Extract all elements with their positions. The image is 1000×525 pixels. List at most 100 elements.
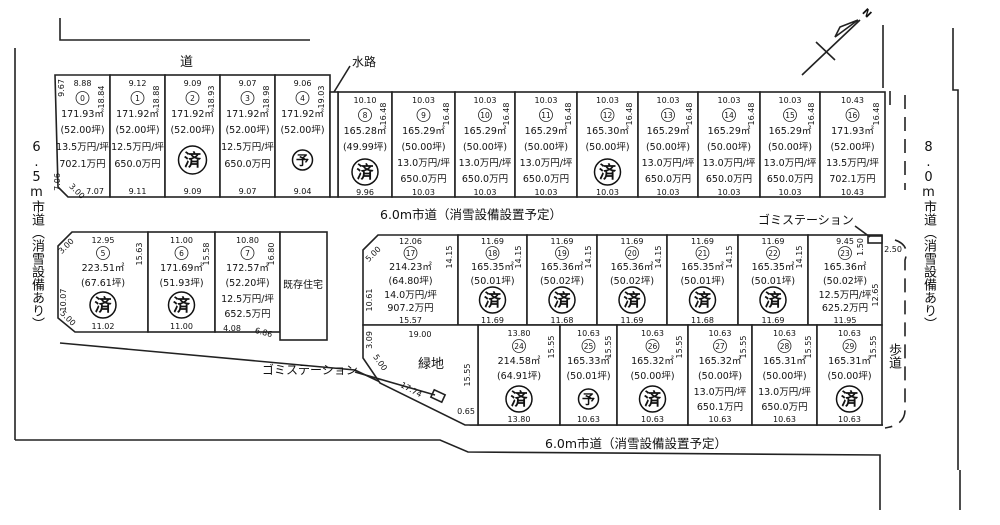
lot-number: 26 (648, 342, 658, 351)
lot-side-dimension: 18.84 (97, 86, 106, 109)
lot-boundary (576, 91, 639, 198)
lot-27[interactable]: 10.6315.5527165.32㎡(50.00坪)13.0万円/坪650.1… (687, 324, 753, 426)
top-road-label: 道 (180, 55, 193, 70)
lot-tsubo: (52.00坪) (280, 124, 324, 136)
lot-status: 済 (173, 295, 191, 316)
lot-area: 165.29㎡ (647, 126, 690, 137)
lot-bottom-dimension: 10.03 (718, 188, 741, 197)
lot-number: 1 (135, 94, 140, 103)
lot-3[interactable]: 9.0718.983171.92㎡(52.00坪)12.5万円/坪650.0万円… (219, 74, 276, 198)
lot-boundary (514, 91, 578, 198)
lot-top-dimension: 10.10 (354, 96, 377, 105)
lot-14[interactable]: 10.0316.4814165.29㎡(50.00坪)13.0万円/坪650.0… (697, 91, 761, 198)
sold-stamp-icon (835, 385, 864, 413)
lot-tsubo: (50.00坪) (524, 141, 568, 153)
lot-side-dimension: 14.15 (514, 246, 523, 269)
lot-side-dimension: 15.55 (604, 336, 613, 359)
lot-16[interactable]: 10.4316.4816171.93㎡(52.00坪)13.5万円/坪702.1… (819, 91, 886, 198)
lot-number-circle (130, 91, 145, 105)
lot-status: 済 (841, 389, 859, 410)
lot-number: 19 (557, 249, 567, 258)
lot-tsubo: (50.01坪) (470, 275, 514, 287)
north-label: N (860, 7, 874, 21)
lot-number-circle (842, 339, 857, 353)
lot-9[interactable]: 10.0316.489165.29㎡(50.00坪)13.0万円/坪650.0万… (391, 91, 456, 198)
lot-number: 21 (698, 249, 708, 258)
lot-side-dimension: 16.48 (442, 103, 451, 126)
lot-boundary (816, 324, 883, 426)
lot-17[interactable]: 12.0614.1517214.23㎡(64.80坪)14.0万円/坪907.2… (362, 234, 459, 326)
lot-area: 214.58㎡ (498, 356, 541, 367)
lot-side-dimension: 19.03 (317, 86, 326, 109)
lot-bottom-dimension: 10.03 (779, 188, 802, 197)
lot-bottom-dimension: 10.03 (412, 188, 435, 197)
lot-side-dimension: 16.48 (625, 103, 634, 126)
lot-area: 172.57㎡ (226, 263, 269, 274)
lot-13[interactable]: 10.0316.4813165.29㎡(50.00坪)13.0万円/坪650.0… (637, 91, 699, 198)
lot-area: 165.35㎡ (471, 262, 514, 273)
lot-number: 18 (488, 249, 498, 258)
lot-number: 3 (245, 94, 250, 103)
lot-status: 済 (484, 290, 502, 311)
lot-side-dimension: 15.63 (135, 243, 144, 266)
lot-area: 165.29㎡ (464, 126, 507, 137)
sold-stamp-icon (548, 286, 576, 314)
lot-bottom-dimension: 10.63 (709, 415, 732, 424)
lot-11[interactable]: 10.0316.4811165.29㎡(50.00坪)13.0万円/坪650.0… (514, 91, 578, 198)
lot-total-price: 650.0万円 (767, 174, 813, 185)
lot-side-dimension: 18.98 (262, 86, 271, 109)
lot-23[interactable]: 9.4523165.36㎡(50.02坪)12.5万円/坪625.2万円11.9… (807, 234, 883, 326)
lot-28[interactable]: 10.6315.5528165.31㎡(50.00坪)13.0万円/坪650.0… (751, 324, 818, 426)
lot-area: 165.32㎡ (699, 356, 742, 367)
sold-stamp-icon (505, 385, 533, 413)
lot-15[interactable]: 10.0316.4815165.29㎡(50.00坪)13.0万円/坪650.0… (759, 91, 821, 198)
lot-7[interactable]: 10.8016.807172.57㎡(52.20坪)12.5万円/坪652.5万… (214, 231, 281, 333)
waterway-strip (329, 91, 339, 198)
lot-unit-price: 12.5万円/坪 (111, 141, 164, 153)
lot-area: 165.32㎡ (631, 356, 674, 367)
sold-stamp-icon (167, 291, 196, 319)
lot-number: 2 (190, 94, 195, 103)
lot-unit-price: 13.0万円/坪 (758, 386, 811, 398)
lot-top-dimension: 12.95 (92, 236, 115, 245)
lot-number-circle (661, 108, 675, 122)
lot-boundary (759, 91, 821, 198)
lot-number-circle (713, 339, 727, 353)
lot-number: 17 (406, 249, 416, 258)
lot-top-dimension: 13.80 (508, 329, 531, 338)
lot-boundary (751, 324, 818, 426)
lot-top-dimension: 10.03 (412, 96, 435, 105)
lot-bottom-dimension: 10.03 (535, 188, 558, 197)
lot-area: 165.28㎡ (344, 126, 387, 137)
lot-bottom-dimension: 9.96 (356, 188, 374, 197)
lot-side-dimension: 14.15 (795, 246, 804, 269)
lot-status: 予 (296, 154, 309, 169)
dim-label: 9.67 (57, 79, 66, 97)
lot-10[interactable]: 10.0316.4810165.29㎡(50.00坪)13.0万円/坪650.0… (454, 91, 516, 198)
lot-0[interactable]: 8.8818.840171.93㎡(52.00坪)13.5万円/坪702.1万円… (54, 74, 111, 198)
lot-boundary (391, 91, 456, 198)
waterway-label: 水路 (352, 54, 376, 69)
lot-tsubo: (50.00坪) (646, 141, 690, 153)
lot-tsubo: (52.00坪) (170, 124, 214, 136)
lot-side-dimension: 15.55 (675, 336, 684, 359)
garbage-station-bottom-label: ゴミステーション (262, 362, 358, 377)
lot-bottom-dimension: 11.02 (92, 322, 115, 331)
lot-number-circle (845, 108, 860, 122)
lot-1[interactable]: 9.1218.881171.92㎡(52.00坪)12.5万円/坪650.0万円… (109, 74, 166, 198)
